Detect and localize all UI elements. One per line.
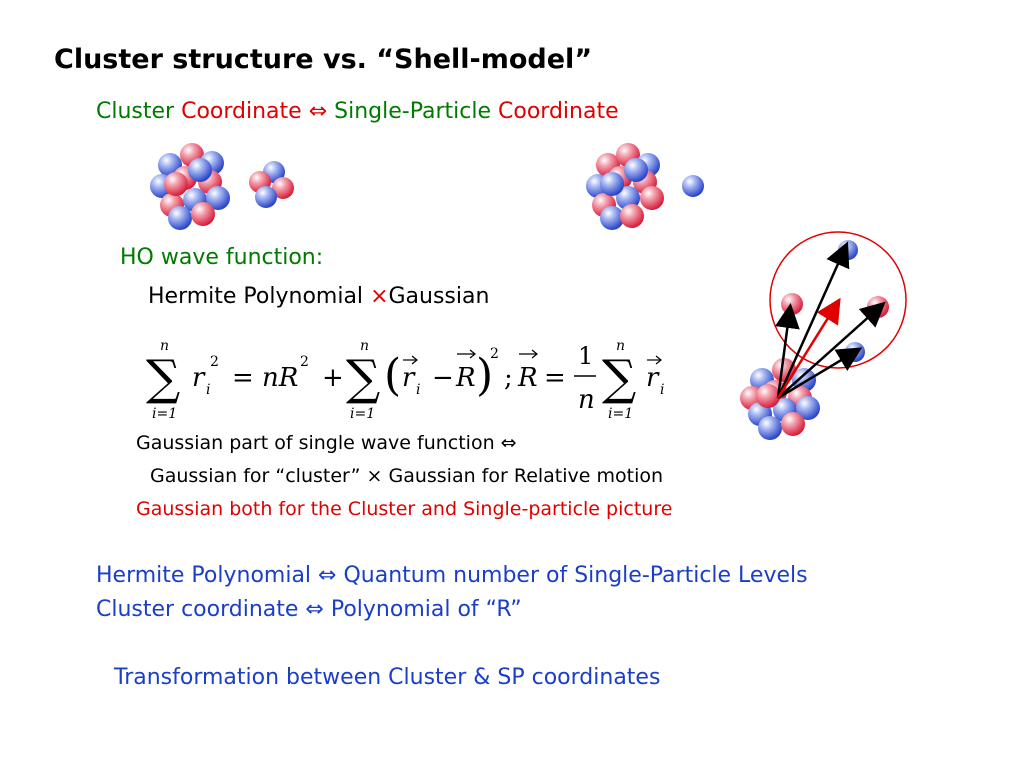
coordinate-comparison-line: Cluster Coordinate ⇔ Single-Particle Coo… — [96, 99, 619, 124]
index-i-3: i — [660, 382, 664, 398]
index-i-2: i — [416, 382, 420, 398]
coordinate-word-2: Coordinate — [498, 99, 619, 124]
r-term-3: r — [646, 363, 660, 393]
right-paren: ) — [476, 350, 493, 401]
index-i-1: i — [206, 382, 210, 398]
r-term-1: r — [192, 363, 206, 393]
single-nucleon — [682, 175, 704, 197]
square-2: 2 — [300, 354, 309, 370]
transformation-line: Transformation between Cluster & SP coor… — [114, 665, 661, 690]
r-term-2: r — [402, 363, 416, 393]
hermite-polynomial-text: Hermite Polynomial — [148, 284, 364, 309]
cluster-word: Cluster — [96, 99, 175, 124]
equals-nR: = nR — [232, 363, 298, 393]
plus-sign: + — [322, 363, 344, 393]
hermite-quantum-line: Hermite Polynomial ⇔ Quantum number of S… — [96, 563, 808, 588]
minus-sign: − — [432, 363, 454, 393]
ho-wave-function-heading: HO wave function: — [120, 245, 324, 270]
square-1: 2 — [210, 354, 219, 370]
semicolon: ; — [504, 363, 513, 393]
sum1-upper: n — [160, 338, 169, 354]
sum2-upper: n — [360, 338, 369, 354]
gaussian-text: Gaussian — [388, 284, 490, 309]
times-icon: × — [370, 284, 389, 309]
sum2-lower: i=1 — [350, 406, 375, 422]
gaussian-both-line: Gaussian both for the Cluster and Single… — [136, 498, 673, 520]
shell-nucleus — [586, 143, 664, 230]
sum1-sigma: ∑ — [146, 350, 180, 406]
fraction-denominator: n — [578, 385, 595, 415]
left-paren: ( — [384, 350, 401, 401]
vector-diagram — [740, 231, 907, 440]
gaussian-part-line: Gaussian part of single wave function ⇔ — [136, 432, 517, 454]
coordinate-equation: n ∑ i=1 r 2 i = nR 2 + n ∑ i=1 ( r i − R… — [146, 338, 664, 422]
single-particle-word: Single-Particle — [334, 99, 491, 124]
fraction-numerator: 1 — [578, 342, 593, 370]
cluster-polynomial-line: Cluster coordinate ⇔ Polynomial of “R” — [96, 597, 522, 622]
alpha-cluster — [249, 161, 294, 208]
sum3-lower: i=1 — [608, 406, 633, 422]
coordinate-word-1: Coordinate — [181, 99, 302, 124]
equals-sign: = — [544, 363, 566, 393]
R-term-2: R — [517, 363, 538, 393]
square-3: 2 — [490, 346, 499, 362]
sum3-sigma: ∑ — [602, 350, 636, 406]
double-arrow-icon: ⇔ — [308, 99, 328, 124]
sum2-sigma: ∑ — [346, 350, 380, 406]
slide-title: Cluster structure vs. “Shell-model” — [54, 44, 593, 75]
gaussian-cluster-relative-line: Gaussian for “cluster” × Gaussian for Re… — [150, 465, 664, 487]
hermite-gaussian-line: Hermite Polynomial ×Gaussian — [148, 284, 489, 309]
cluster-nucleus-large — [150, 143, 230, 230]
sum3-upper: n — [616, 338, 625, 354]
R-term-1: R — [455, 363, 476, 393]
sum1-lower: i=1 — [152, 406, 177, 422]
